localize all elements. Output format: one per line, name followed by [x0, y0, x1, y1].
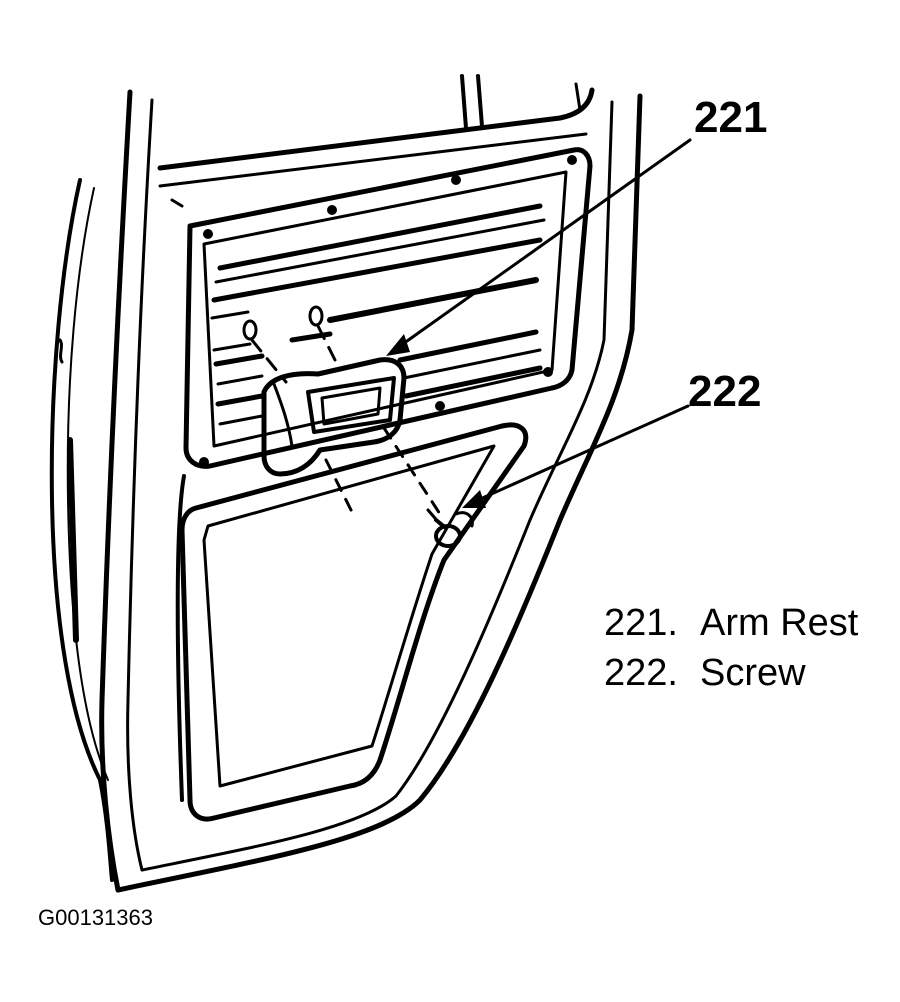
parts-legend: 221. Arm Rest 222. Screw — [578, 598, 858, 698]
callout-221: 221 — [694, 93, 767, 142]
legend-number: 222. — [604, 652, 678, 694]
upper-trim-panel — [183, 147, 593, 469]
figure-id: G00131363 — [38, 905, 153, 930]
callout-222: 222 — [688, 367, 761, 416]
legend-item-screw: 222. Screw — [578, 648, 858, 698]
leader-lines — [386, 138, 692, 508]
screw — [426, 508, 474, 548]
legend-number: 221. — [604, 602, 678, 644]
arm-rest — [250, 324, 442, 516]
lower-door-panel — [175, 422, 529, 822]
legend-item-arm-rest: 221. Arm Rest — [578, 598, 858, 648]
window-frame — [157, 74, 595, 208]
door-outer-shell — [49, 89, 643, 893]
legend-label: Screw — [700, 652, 806, 694]
legend-label: Arm Rest — [700, 602, 859, 644]
